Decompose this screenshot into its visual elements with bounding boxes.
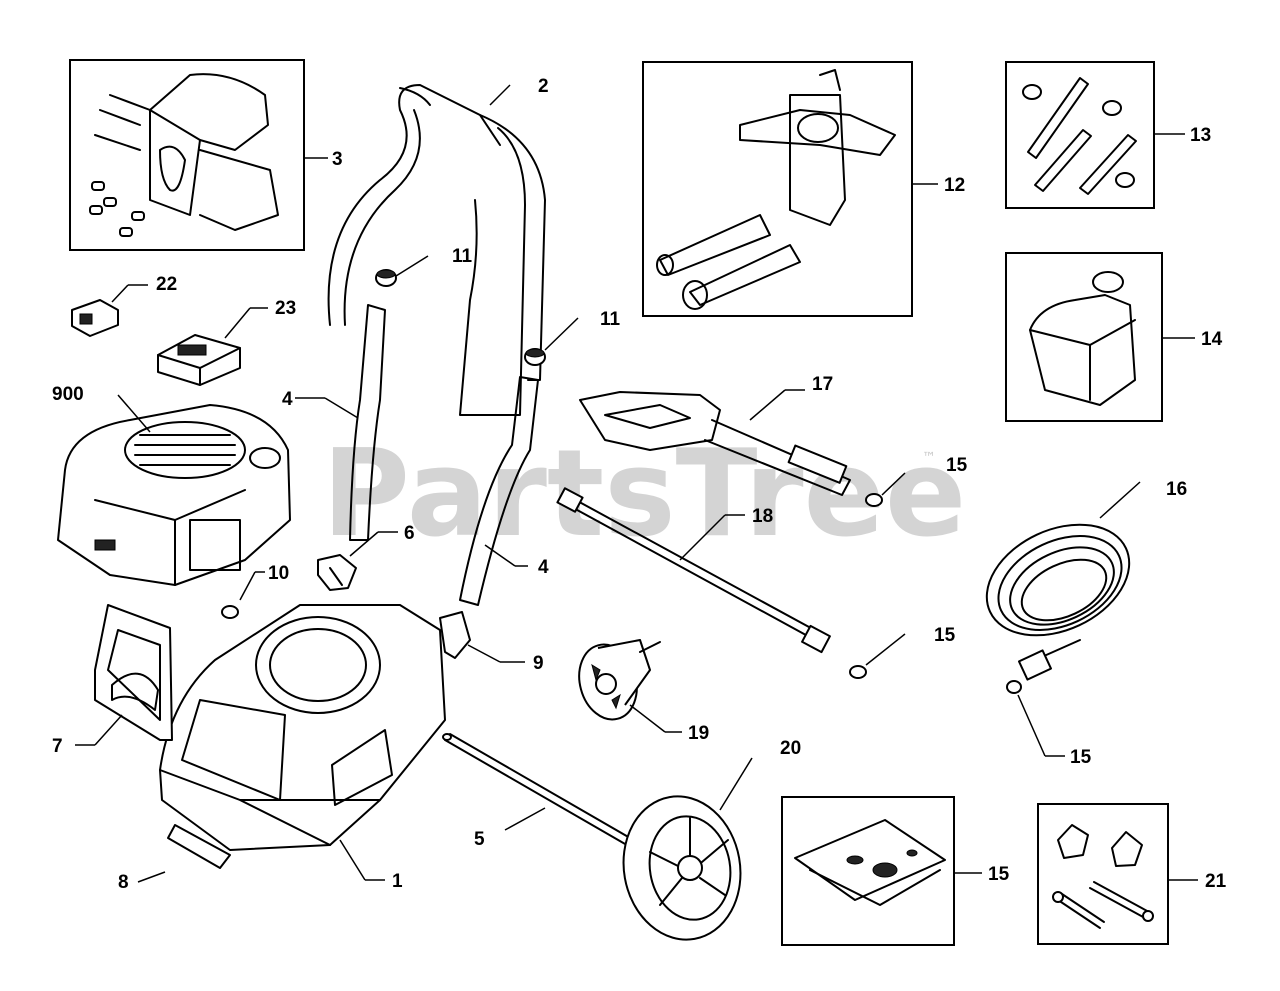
part-19-nozzle[interactable] <box>571 638 661 726</box>
part-20-wheel[interactable] <box>612 787 751 949</box>
callout-15-kit: 15 <box>988 864 1010 885</box>
part-14-box <box>1005 252 1163 422</box>
callout-2: 2 <box>538 76 549 97</box>
part-16-hose[interactable] <box>969 503 1147 681</box>
callout-22: 22 <box>156 274 177 295</box>
part-15-washer-middle[interactable] <box>849 665 867 679</box>
callout-3: 3 <box>332 149 343 170</box>
part-5-axle[interactable] <box>442 733 638 849</box>
part-4-tube-right[interactable] <box>459 376 539 606</box>
callout-11-lower: 11 <box>600 309 621 330</box>
callout-14: 14 <box>1201 329 1223 350</box>
part-15-washer-lower[interactable] <box>1006 680 1022 694</box>
callout-9: 9 <box>533 653 544 674</box>
part-18-wand[interactable] <box>556 487 831 654</box>
part-13-bolts[interactable] <box>1005 61 1155 209</box>
callout-5: 5 <box>474 829 485 850</box>
part-21-box <box>1037 803 1169 945</box>
part-3-box <box>69 59 305 251</box>
callout-11-upper: 11 <box>452 246 473 267</box>
callout-20: 20 <box>780 738 801 759</box>
callout-12: 12 <box>944 175 965 196</box>
callout-23: 23 <box>275 298 296 319</box>
part-11-cap-lower[interactable] <box>524 348 546 366</box>
part-23-charger[interactable] <box>157 334 241 386</box>
part-900-engine[interactable] <box>57 404 291 586</box>
part-17-spray-gun[interactable] <box>579 391 851 496</box>
callout-1: 1 <box>392 871 403 892</box>
part-8-grip[interactable] <box>167 824 231 869</box>
part-15-decal-kit[interactable] <box>781 796 955 946</box>
part-9-clip[interactable] <box>439 611 471 659</box>
part-11-cap-upper[interactable] <box>375 269 397 287</box>
callout-17: 17 <box>812 374 833 395</box>
part-10-nut[interactable] <box>221 605 239 619</box>
callout-18: 18 <box>752 506 773 527</box>
watermark-trademark: ™ <box>922 450 936 466</box>
callout-4-left: 4 <box>282 389 293 410</box>
callout-4-right: 4 <box>538 557 549 578</box>
callout-900: 900 <box>52 384 84 405</box>
part-2-handle[interactable] <box>327 84 546 416</box>
part-1-base[interactable] <box>159 604 446 851</box>
callout-7: 7 <box>52 736 63 757</box>
callout-15-lower: 15 <box>1070 747 1092 768</box>
callout-15-upper: 15 <box>946 455 968 476</box>
part-22-key[interactable] <box>71 299 119 337</box>
part-12-box <box>642 61 913 317</box>
part-7-panel[interactable] <box>94 604 173 741</box>
callout-15-middle: 15 <box>934 625 956 646</box>
part-6-bracket[interactable] <box>317 554 357 591</box>
callout-19: 19 <box>688 723 709 744</box>
part-21-knob-kit[interactable] <box>1037 803 1169 945</box>
part-15-box <box>781 796 955 946</box>
part-13-box <box>1005 61 1155 209</box>
callout-10: 10 <box>268 563 289 584</box>
callout-13: 13 <box>1190 125 1211 146</box>
callout-6: 6 <box>404 523 415 544</box>
callout-16: 16 <box>1166 479 1187 500</box>
part-15-washer-upper[interactable] <box>865 493 883 507</box>
callout-21: 21 <box>1205 871 1227 892</box>
part-12-pump[interactable] <box>642 61 913 317</box>
part-3-frame-kit[interactable] <box>69 59 305 251</box>
callout-8: 8 <box>118 872 129 893</box>
part-14-tank[interactable] <box>1005 252 1163 422</box>
